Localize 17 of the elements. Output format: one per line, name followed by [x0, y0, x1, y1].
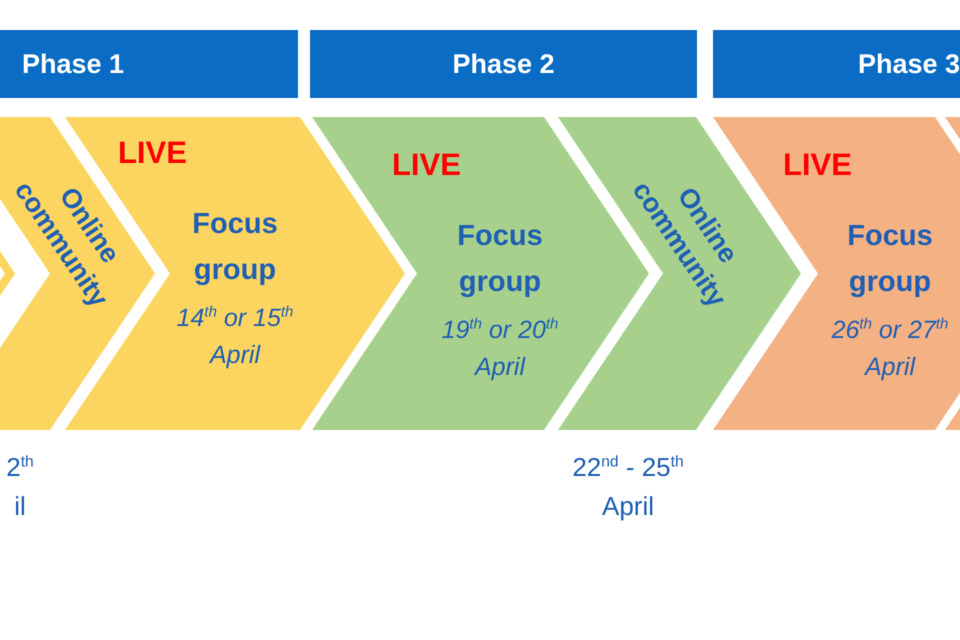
live-label: LIVE [392, 147, 461, 183]
stage-label: Focus group [846, 219, 934, 300]
phase-bar [713, 30, 960, 98]
phase-bar [0, 30, 298, 98]
date-label: 2$^{th}$ il [5, 451, 35, 523]
phase-title: Phase 2 [452, 48, 555, 80]
date-label: 26$^{th}$ or 27$^{th}$ April [830, 314, 950, 384]
phase-bar [310, 30, 697, 98]
stage-label: Focus group [456, 219, 544, 300]
live-label: LIVE [783, 147, 852, 183]
date-label: 22$^{nd}$ - 25$^{th}$ April [571, 451, 685, 523]
date-label: 14$^{th}$ or 15$^{th}$ April [176, 302, 294, 372]
live-label: LIVE [118, 135, 187, 171]
date-label: 19$^{th}$ or 20$^{th}$ April [440, 314, 560, 384]
phase-title: Phase 3 [858, 48, 960, 80]
phase-title: Phase 1 [22, 48, 124, 80]
stage-label: Focus group [191, 207, 279, 288]
